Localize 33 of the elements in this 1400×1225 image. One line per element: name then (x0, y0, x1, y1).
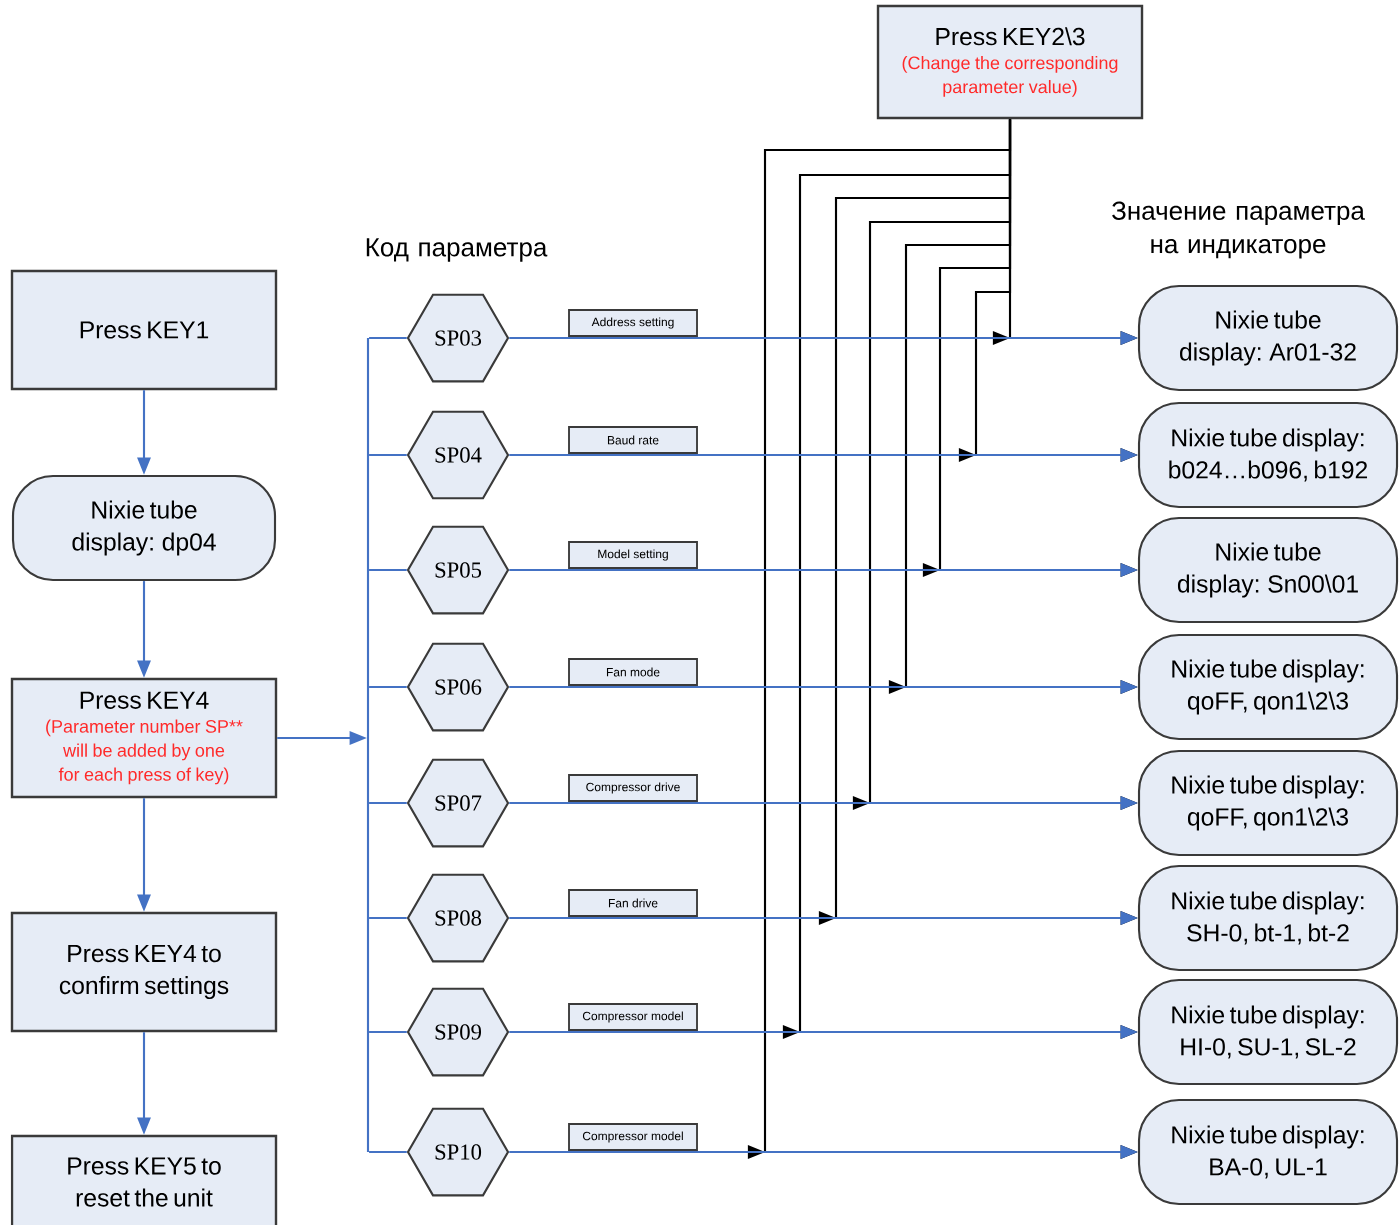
edge-label: Fan drive (568, 889, 698, 917)
edge-label: Compressor model (568, 1003, 698, 1031)
process-box: Press KEY4 to confirm settings (10, 911, 278, 1033)
display-box: Nixie tube display: Sn00\01 (1137, 516, 1399, 624)
display-box: Nixie tube display: BA-0, UL-1 (1137, 1098, 1399, 1206)
edge-label: Fan mode (568, 658, 698, 686)
display-box: Nixie tube display: SH-0, bt-1, bt-2 (1137, 864, 1399, 972)
display-box: Nixie tube display: b024…b096, b192 (1137, 401, 1399, 509)
process-box: Press KEY4 (Parameter number SP** will be added by one for each press of key) (10, 677, 278, 799)
bus-line (366, 336, 370, 1154)
column-heading: Код параметра (366, 238, 548, 262)
process-box: Press KEY1 (10, 269, 278, 391)
process-box: Press KEY2\3 (Change the corresponding parameter value) (876, 4, 1144, 120)
parameter-hexagon: SP05 (406, 525, 510, 615)
parameter-hexagon: SP09 (406, 987, 510, 1077)
display-box: Nixie tube display: dp04 (11, 474, 277, 582)
process-box: Press KEY5 to reset the unit (10, 1134, 278, 1225)
parameter-hexagon: SP03 (406, 293, 510, 383)
parameter-hexagon: SP06 (406, 642, 510, 732)
parameter-hexagon: SP08 (406, 873, 510, 963)
parameter-hexagon: SP04 (406, 410, 510, 500)
display-box: Nixie tube display: Ar01-32 (1137, 284, 1399, 392)
display-box: Nixie tube display: HI-0, SU-1, SL-2 (1137, 978, 1399, 1086)
edge-label: Model setting (568, 541, 698, 569)
parameter-hexagon: SP10 (406, 1107, 510, 1197)
column-heading: Значение параметра на индикаторе (1112, 201, 1365, 259)
parameter-hexagon: SP07 (406, 758, 510, 848)
edge-label: Address setting (568, 309, 698, 337)
edge-label: Compressor model (568, 1123, 698, 1151)
display-box: Nixie tube display: qoFF, qon1\2\3 (1137, 633, 1399, 741)
display-box: Nixie tube display: qoFF, qon1\2\3 (1137, 749, 1399, 857)
edge-label: Baud rate (568, 426, 698, 454)
edge-label: Compressor drive (568, 774, 698, 802)
